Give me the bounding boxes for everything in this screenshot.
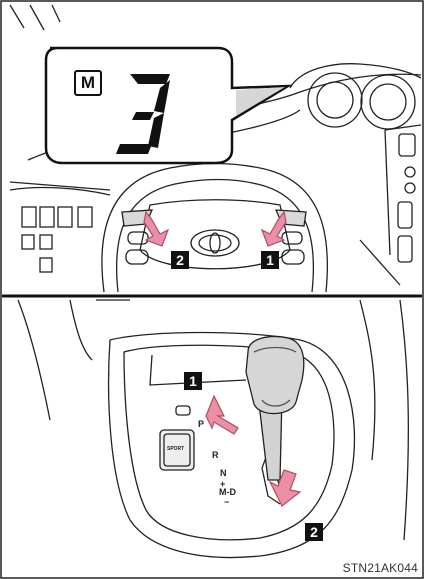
gate-label-minus: −: [224, 497, 229, 507]
gate-label-r: R: [212, 450, 219, 460]
gate-label-p: P: [198, 419, 204, 429]
manual-mode-indicator: M: [74, 70, 102, 96]
callout-1-shifter: 1: [184, 372, 202, 390]
console-scene: [18, 300, 408, 558]
callout-1-paddle: 1: [261, 251, 279, 269]
gate-label-n: N: [220, 468, 227, 478]
paddle-arrows: [144, 212, 286, 246]
display-callout: [46, 48, 288, 163]
sport-button-label: SPORT: [167, 446, 184, 452]
gate-label-md: M-D: [219, 487, 236, 497]
callout-2-shifter: 2: [305, 523, 323, 541]
figure-code: STN21AK044: [343, 561, 418, 575]
callout-2-paddle: 2: [171, 251, 189, 269]
